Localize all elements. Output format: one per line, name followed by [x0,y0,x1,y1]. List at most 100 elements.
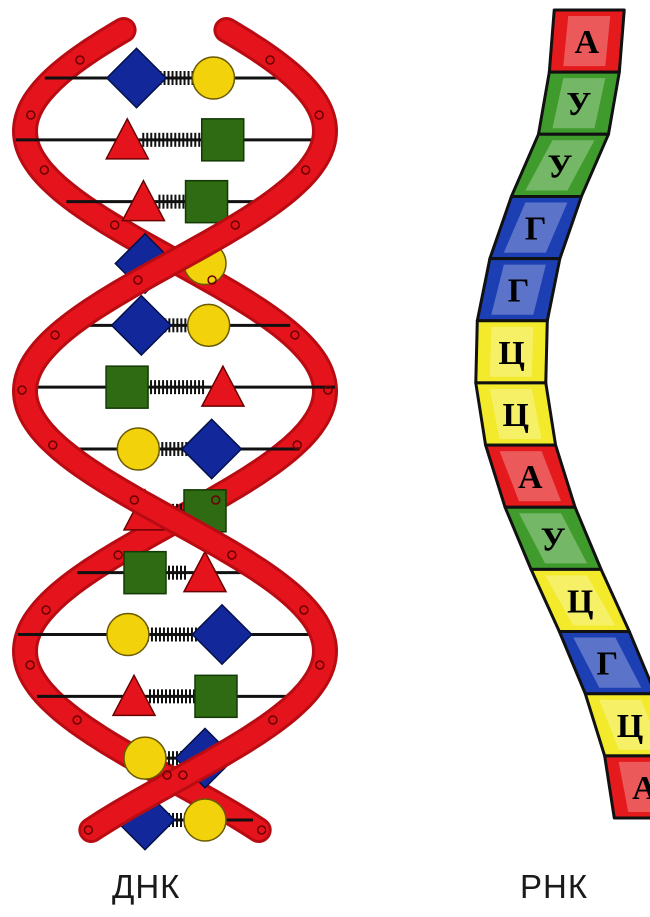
dna-backbone-dot [178,770,188,780]
rna-nucleotide-letter: У [566,86,591,123]
dna-base-right-circle [191,56,236,100]
rna-nucleotide: А [484,443,577,509]
dna-backbone-dot [315,660,325,670]
rna-nucleotide-letter: Ц [617,708,643,745]
dna-base-right-circle [186,303,231,348]
rna-nucleotide-letter: А [632,770,650,807]
dna-backbone-dot [133,275,143,285]
rna-nucleotide-letter: У [547,148,572,185]
dna-backbone-dot [113,550,123,560]
rna-nucleotide: Г [557,630,650,696]
dna-base-right-square [184,179,229,224]
rna-nucleotide-highlight [599,699,650,750]
dna-base-pair [50,418,300,480]
rna-nucleotide: У [536,70,621,136]
dna-backbone-dot [210,495,221,505]
rna-nucleotide-highlight [489,326,534,377]
dna-strand-front [14,20,336,840]
rna-nucleotide: Ц [474,381,558,447]
dna-backbone-dot [41,605,51,615]
dna-backbone-dot [129,495,140,505]
dna-backbone-dot [50,330,60,340]
rna-nucleotide: Г [488,194,583,261]
dna-base-left-diamond [110,294,173,357]
rna-nucleotide-letter: Ц [502,397,528,434]
dna-backbone-dot [227,550,237,560]
rna-nucleotide-letter: У [541,521,566,558]
dna-backbone-dot [39,165,50,175]
dna-caption: ДНК [112,868,181,905]
dna-backbone-dot [299,605,309,615]
rna-nucleotide-highlight [563,16,611,67]
dna-base-left-triangle [105,117,150,160]
rna-nucleotide-letter: Г [596,646,618,683]
dna-base-left-square [123,550,167,595]
dna-backbone-dot [292,440,302,450]
rna-nucleotide-block [583,692,650,758]
dna-base-right-diamond [180,418,243,480]
dna-base-right-diamond [191,603,253,666]
rna-nucleotide-block [603,754,650,820]
rna-nucleotide: У [509,132,610,198]
rna-nucleotide-highlight [552,78,606,129]
rna-caption: РНК [520,868,589,905]
dna-base-pair [15,117,335,162]
rna-nucleotide-letter: Ц [498,335,524,372]
dna-base-pair [15,364,335,409]
rna-nucleotide-letter: Ц [567,583,593,620]
dna-base-right-square [200,118,245,162]
rna-nucleotide: Ц [529,567,631,634]
dna-base-right-triangle [182,550,228,593]
dna-base-left-circle [116,427,161,471]
dna-backbone-dot [265,55,275,65]
rna-nucleotide: Ц [583,692,650,758]
dna-backbone-dot [48,440,58,450]
rna-nucleotide-highlight [545,575,616,626]
rna-nucleotide-letter: А [574,24,599,61]
dna-backbone-dot [207,275,217,285]
dna-base-pair [59,294,291,357]
dna-backbone-dot [256,825,267,835]
dna-base-right-triangle [200,364,246,407]
dna-backbone-dot [290,330,300,340]
dna-backbone-dot [26,110,36,120]
rna-nucleotide-highlight [519,513,588,564]
dna-backbone-dot [17,385,27,395]
dna-base-left-triangle [121,179,166,222]
dna-backbone-dot [25,660,35,670]
rna-nucleotide-highlight [618,761,650,812]
dna-backbone-dot [72,715,82,725]
rna-nucleotide: Ц [474,319,549,385]
rna-nucleotide-highlight [499,451,562,502]
dna-base-right-square [194,674,238,719]
rna-nucleotide-block [557,630,650,696]
rna-nucleotide-highlight [489,388,542,440]
rna-nucleotide-highlight [525,140,595,191]
dna-base-pair [96,789,254,851]
rna-nucleotide-highlight [491,264,546,315]
dna-base-left-triangle [111,673,157,717]
dna-base-pair [17,603,333,666]
dna-base-pair [44,47,306,109]
rna-nucleotide-letter: Г [525,211,547,248]
dna-base-right-circle [183,798,227,842]
dna-backbone-dot [109,220,120,230]
rna-nucleotide: А [603,754,650,820]
rna-nucleotide-highlight [503,202,568,253]
rna-nucleotide-letter: Г [508,273,530,310]
rna-nucleotide: А [547,8,626,74]
dna-base-left-diamond [105,47,168,109]
dna-base-pair [36,673,314,719]
rna-nucleotide-highlight [573,637,642,688]
dna-backbone-dot [230,220,241,230]
dna-base-left-square [105,365,149,409]
rna-nucleotide-letter: А [518,459,543,496]
dna-base-pair [66,179,284,224]
rna-nucleotide: Г [475,257,562,323]
rna-nucleotide: У [503,505,603,571]
dna-backbone-dot [75,55,85,65]
dna-backbone-dot [323,385,333,395]
